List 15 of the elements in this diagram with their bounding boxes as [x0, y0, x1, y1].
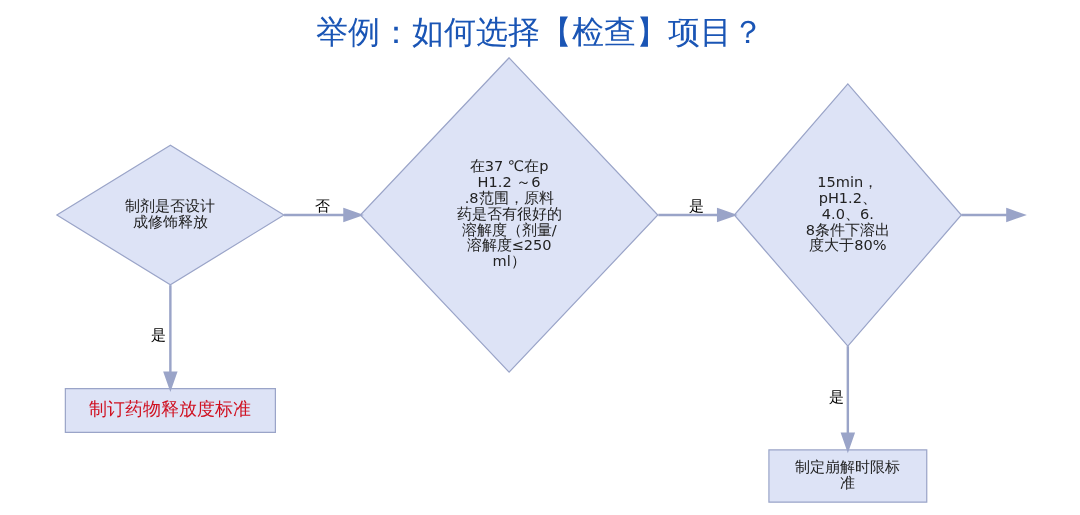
arrow: [162, 285, 178, 393]
arrow: [960, 207, 1027, 223]
node-diamond: 制剂是否设计成修饰释放: [55, 144, 285, 286]
arrow: [657, 207, 738, 223]
arrow: [840, 346, 855, 454]
node-box: 制订药物释放度标准: [64, 388, 276, 433]
arrow: [283, 207, 364, 223]
node-diamond: 在37 ℃在pH1.2 ～6.8范围，原料药是否有很好的溶解度（剂量/溶解度≤250ml）: [359, 56, 659, 374]
diagram-title: 举例：如何选择【检查】项目？: [316, 13, 764, 50]
edge-label: 是: [150, 326, 166, 344]
edge-label: 否: [314, 196, 330, 214]
edge-label: 是: [688, 196, 704, 214]
node-box: 制定崩解时限标准: [767, 449, 927, 503]
node-diamond: 15min，pH1.2、4.0、6.8条件下溶出度大于80%: [733, 82, 962, 348]
edge-label: 是: [828, 387, 844, 405]
